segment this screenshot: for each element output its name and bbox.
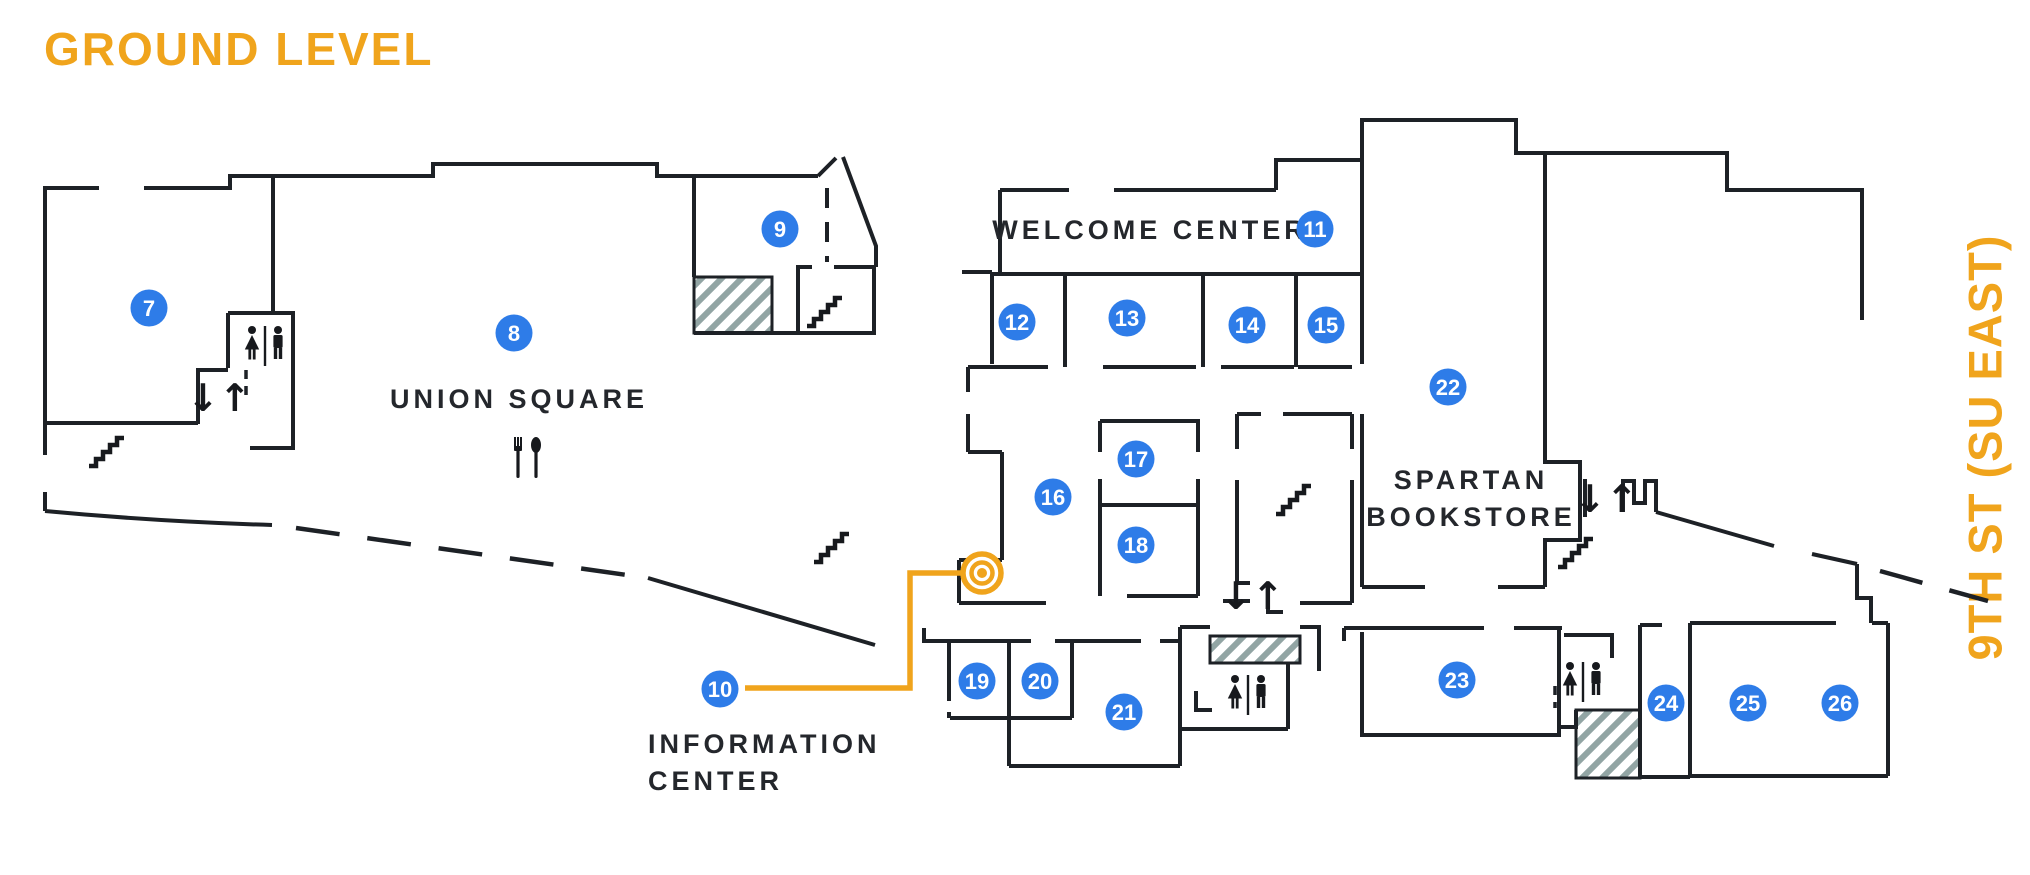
info-location-marker [960, 551, 1004, 595]
room-marker-7: 7 [130, 289, 168, 327]
svg-text:17: 17 [1124, 447, 1148, 472]
info-path-line [745, 570, 961, 691]
room-markers: 7 8 9 10 11 12 13 14 15 16 17 18 19 20 21 22 23 24 25 26 [130, 210, 1859, 731]
label-welcome-center: WELCOME CENTER [992, 215, 1308, 245]
svg-text:18: 18 [1124, 533, 1148, 558]
room-marker-8: 8 [495, 314, 533, 352]
restroom-icon [1227, 675, 1266, 715]
svg-text:25: 25 [1736, 691, 1760, 716]
svg-text:21: 21 [1112, 700, 1136, 725]
stairs-icon [89, 435, 124, 469]
svg-text:24: 24 [1654, 691, 1679, 716]
svg-text:9: 9 [774, 217, 786, 242]
room-marker-23: 23 [1438, 661, 1476, 699]
room-marker-25: 25 [1729, 684, 1767, 722]
room-marker-17: 17 [1117, 440, 1155, 478]
svg-text:10: 10 [708, 677, 732, 702]
room-marker-12: 12 [998, 303, 1036, 341]
map-icons: ↓↑ ↓↑ ↓↑ [89, 295, 1638, 715]
svg-text:↓↑: ↓↑ [1574, 477, 1638, 521]
room-marker-14: 14 [1228, 306, 1266, 344]
room-marker-10: 10 [701, 670, 739, 708]
room-marker-22: 22 [1429, 368, 1467, 406]
svg-text:22: 22 [1436, 375, 1460, 400]
stairs-icon [1558, 536, 1593, 570]
hatched-areas [692, 275, 1642, 780]
svg-text:11: 11 [1303, 217, 1326, 242]
room-marker-19: 19 [958, 662, 996, 700]
restroom-icon [1562, 662, 1601, 702]
room-marker-21: 21 [1105, 693, 1143, 731]
walls [43, 118, 1989, 779]
hatched-area [1208, 634, 1302, 665]
svg-text:16: 16 [1041, 485, 1065, 510]
svg-text:↓↑: ↓↑ [187, 376, 251, 420]
svg-text:15: 15 [1314, 313, 1338, 338]
svg-text:14: 14 [1235, 313, 1260, 338]
restroom-icon [244, 326, 283, 366]
room-marker-15: 15 [1307, 306, 1345, 344]
svg-text:7: 7 [143, 296, 155, 321]
stairs-icon [1276, 483, 1311, 517]
svg-text:12: 12 [1005, 310, 1029, 335]
room-marker-24: 24 [1647, 684, 1685, 722]
room-marker-26: 26 [1821, 684, 1859, 722]
stairs-icon [814, 531, 849, 565]
svg-text:19: 19 [965, 669, 989, 694]
label-union-square: UNION SQUARE [390, 384, 648, 414]
stairs-icon [807, 295, 842, 329]
room-marker-18: 18 [1117, 526, 1155, 564]
svg-text:23: 23 [1445, 668, 1469, 693]
dining-icon [514, 437, 541, 478]
svg-text:26: 26 [1828, 691, 1852, 716]
svg-text:20: 20 [1028, 669, 1052, 694]
room-marker-16: 16 [1034, 478, 1072, 516]
room-marker-20: 20 [1021, 662, 1059, 700]
svg-text:13: 13 [1115, 306, 1139, 331]
svg-text:8: 8 [508, 321, 520, 346]
hatched-area [1574, 708, 1642, 780]
room-marker-13: 13 [1108, 299, 1146, 337]
floor-title: GROUND LEVEL [44, 23, 434, 75]
hatched-area [692, 275, 774, 335]
room-marker-9: 9 [761, 210, 799, 248]
room-marker-11: 11 [1296, 210, 1334, 248]
elevator-icon: ↓↑ [1574, 477, 1638, 521]
elevator-icon: ↓↑ [187, 376, 251, 420]
elevator-icon: ↓↑ [1220, 574, 1284, 618]
svg-text:↓↑: ↓↑ [1220, 574, 1284, 618]
